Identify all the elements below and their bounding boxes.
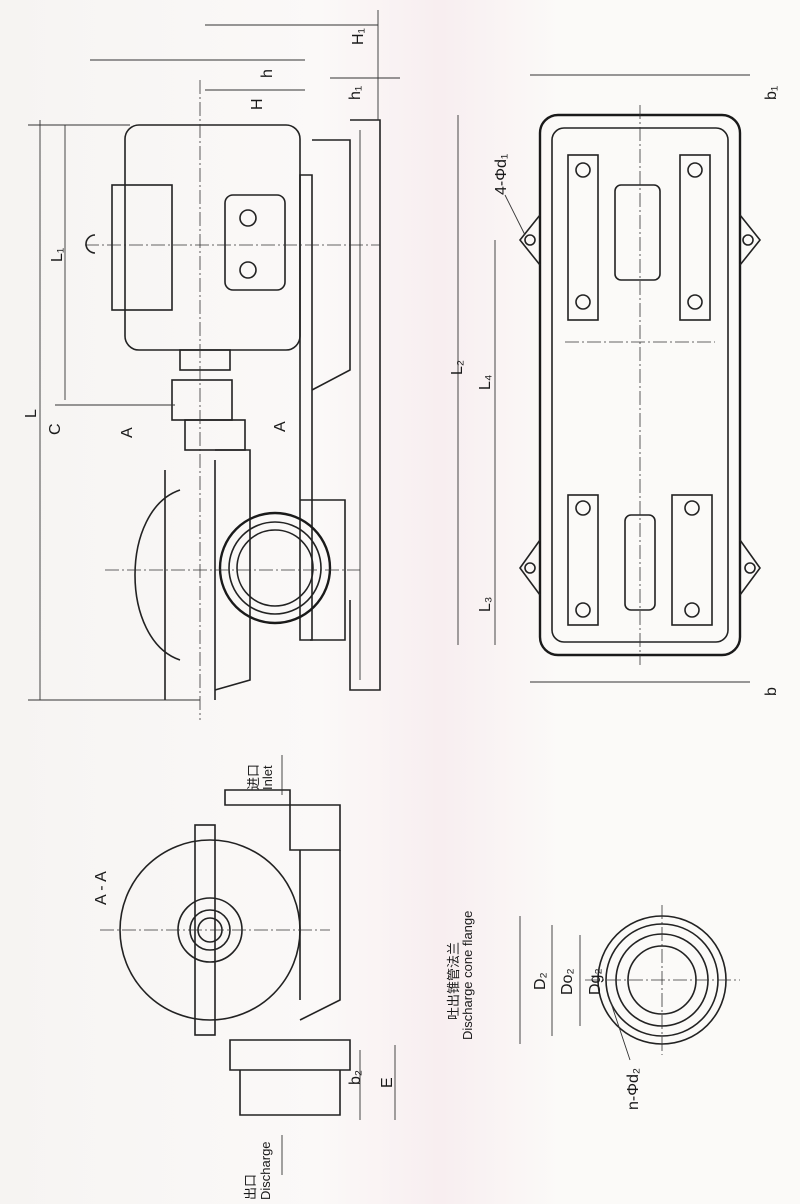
anchor-lugs: [518, 214, 762, 596]
motor-pedestal: [311, 139, 351, 391]
inlet-label-cn: 进口: [247, 764, 262, 790]
shaft: [179, 349, 231, 371]
section-mark-a-left: A: [119, 427, 136, 438]
section-title: A - A: [93, 871, 110, 905]
dim-E: E: [379, 1077, 396, 1088]
motor-terminal-box: [111, 184, 173, 311]
inlet-flange: [224, 789, 341, 851]
dim-H: H: [249, 98, 266, 110]
inlet-label-en: Inlet: [260, 765, 275, 790]
dim-flange-holes: n-Φd₂: [625, 1068, 642, 1110]
dim-Do2: Do₂: [559, 968, 576, 995]
elevation-view: H₁ h H h₁ L₁ L C A A: [23, 10, 400, 720]
dim-C: C: [47, 423, 64, 435]
dim-D2: D₂: [532, 972, 549, 990]
dim-b1: b₁: [763, 86, 780, 100]
rail-pad: [671, 494, 713, 626]
foundation-rail: [349, 119, 381, 691]
dim-anchor-holes: 4-Φd₁: [493, 154, 510, 195]
coupling: [171, 379, 233, 421]
flange-title-cn: 吐出锥管法兰: [447, 942, 462, 1020]
rail-pad: [679, 154, 711, 321]
outlet-flange: [239, 1070, 341, 1116]
dim-L: L: [23, 409, 40, 418]
discharge-flange-view: 吐出锥管法兰 Discharge cone flange D₂ Do₂ Dg₂ …: [447, 905, 740, 1110]
motor-fan-cap: [85, 234, 96, 254]
dim-L1: L₁: [49, 248, 66, 262]
outlet-label-en: Discharge: [258, 1141, 273, 1200]
rail-pad: [567, 154, 599, 321]
dim-Dg2: Dg₂: [587, 968, 604, 995]
base-plan-view: L₂ L₄ L₃ b b₁ 4-Φd₁: [449, 74, 780, 696]
dim-L3: L₃: [477, 597, 494, 612]
outlet-label-cn: 出口: [244, 1174, 259, 1200]
dim-h: h: [259, 69, 276, 78]
flange-title-en: Discharge cone flange: [460, 911, 475, 1040]
rail-pad: [567, 494, 599, 626]
section-a-a-view: A - A 进口 Inlet 出口 Discharge b₂ E: [93, 755, 396, 1200]
dim-b: b: [763, 687, 780, 696]
section-mark-a-right: A: [272, 421, 289, 432]
pump-volute: [134, 489, 181, 661]
dim-L2: L₂: [449, 360, 466, 375]
dim-H1: H₁: [350, 28, 367, 45]
dim-L4: L₄: [477, 375, 494, 390]
dim-b2: b₂: [347, 1070, 364, 1085]
pump-inlet-circle: [218, 511, 332, 625]
pump-flange-bar: [164, 460, 216, 700]
dim-h1: h₁: [347, 86, 364, 100]
motor-foot: [224, 194, 286, 291]
motor-body: [124, 124, 301, 351]
